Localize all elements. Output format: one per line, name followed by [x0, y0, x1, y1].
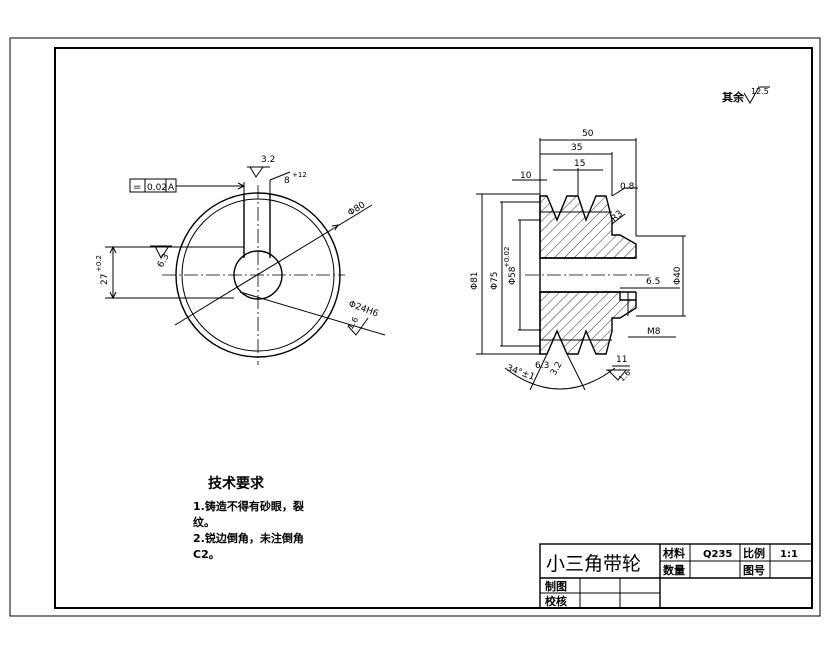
svg-text:Φ80: Φ80 [346, 200, 367, 218]
right-dims: Φ40 6.5 M8 11 [612, 235, 686, 367]
svg-text:6.3: 6.3 [156, 252, 172, 269]
svg-text:34°±1: 34°±1 [505, 363, 536, 382]
svg-text:3.2: 3.2 [261, 155, 275, 165]
drawn-by-label: 制图 [545, 579, 567, 593]
drawing-no-label: 图号 [743, 564, 765, 577]
svg-text:Φ81: Φ81 [470, 271, 480, 290]
svg-text:2.锐边倒角，未注倒角: 2.锐边倒角，未注倒角 [193, 531, 304, 545]
svg-text:27: 27 [100, 274, 110, 285]
angle-dims: 34°±1 6.3 3.2 1.6 [504, 353, 632, 391]
svg-text:1.铸造不得有砂眼，裂: 1.铸造不得有砂眼，裂 [193, 499, 304, 513]
svg-text:=: = [133, 182, 141, 193]
svg-text:C2。: C2。 [193, 548, 220, 561]
keyway-depth-dim: 27 +0.2 [95, 245, 244, 300]
svg-text:0.02: 0.02 [147, 183, 167, 193]
svg-text:12.5: 12.5 [751, 87, 769, 96]
svg-text:11: 11 [616, 355, 627, 365]
inner-border [54, 47, 813, 609]
diameter-dims: Φ81 Φ75 Φ58 +0.02 [470, 193, 540, 355]
svg-text:+12: +12 [292, 171, 307, 179]
outer-border [9, 37, 821, 617]
svg-text:Φ40: Φ40 [673, 266, 683, 285]
svg-text:A: A [168, 183, 175, 193]
svg-text:35: 35 [571, 143, 582, 153]
svg-text:其余: 其余 [722, 90, 745, 104]
svg-text:+0.02: +0.02 [503, 247, 511, 268]
scale-value: 1:1 [780, 549, 798, 560]
svg-text:Φ75: Φ75 [490, 271, 500, 290]
svg-text:3.2: 3.2 [549, 360, 565, 377]
quantity-label: 数量 [663, 563, 685, 577]
svg-text:Φ58: Φ58 [508, 266, 518, 285]
checked-by-label: 校核 [545, 594, 567, 608]
keyway-roughness: 3.2 8 +12 [243, 155, 307, 194]
title-block: 小三角带轮 材料 Q235 比例 1:1 数量 图号 制图 校核 [539, 543, 813, 609]
svg-text:+0.2: +0.2 [95, 255, 103, 272]
scale-label: 比例 [743, 546, 765, 560]
section-view: 50 35 15 10 0.8 R3 Φ81 Φ75 Φ58 + [470, 129, 686, 391]
svg-text:8: 8 [284, 176, 290, 186]
svg-text:10: 10 [520, 171, 532, 181]
svg-text:6.5: 6.5 [646, 277, 660, 287]
material-label: 材料 [663, 546, 685, 560]
svg-text:0.8: 0.8 [620, 182, 635, 192]
material-value: Q235 [703, 549, 732, 560]
svg-text:50: 50 [582, 129, 594, 139]
svg-text:M8: M8 [647, 327, 661, 337]
diameter-80-dim: Φ80 [174, 200, 373, 326]
left-roughness: 6.3 [150, 245, 172, 270]
tolerance-frame: = 0.02 A [129, 178, 246, 193]
svg-text:1.6: 1.6 [346, 315, 360, 331]
svg-text:纹。: 纹。 [193, 515, 215, 529]
svg-text:15: 15 [574, 159, 585, 169]
svg-text:6.3: 6.3 [535, 361, 549, 371]
front-view: = 0.02 A 3.2 8 +12 27 +0.2 6.3 [95, 155, 386, 365]
technical-requirements: 技术要求 1.铸造不得有砂眼，裂 纹。 2.锐边倒角，未注倒角 C2。 [193, 475, 304, 561]
part-name: 小三角带轮 [546, 553, 641, 575]
svg-text:技术要求: 技术要求 [208, 475, 265, 492]
width-dims: 50 35 15 10 0.8 R3 [512, 129, 638, 236]
roughness-note-rest: 其余 12.5 [722, 86, 770, 104]
